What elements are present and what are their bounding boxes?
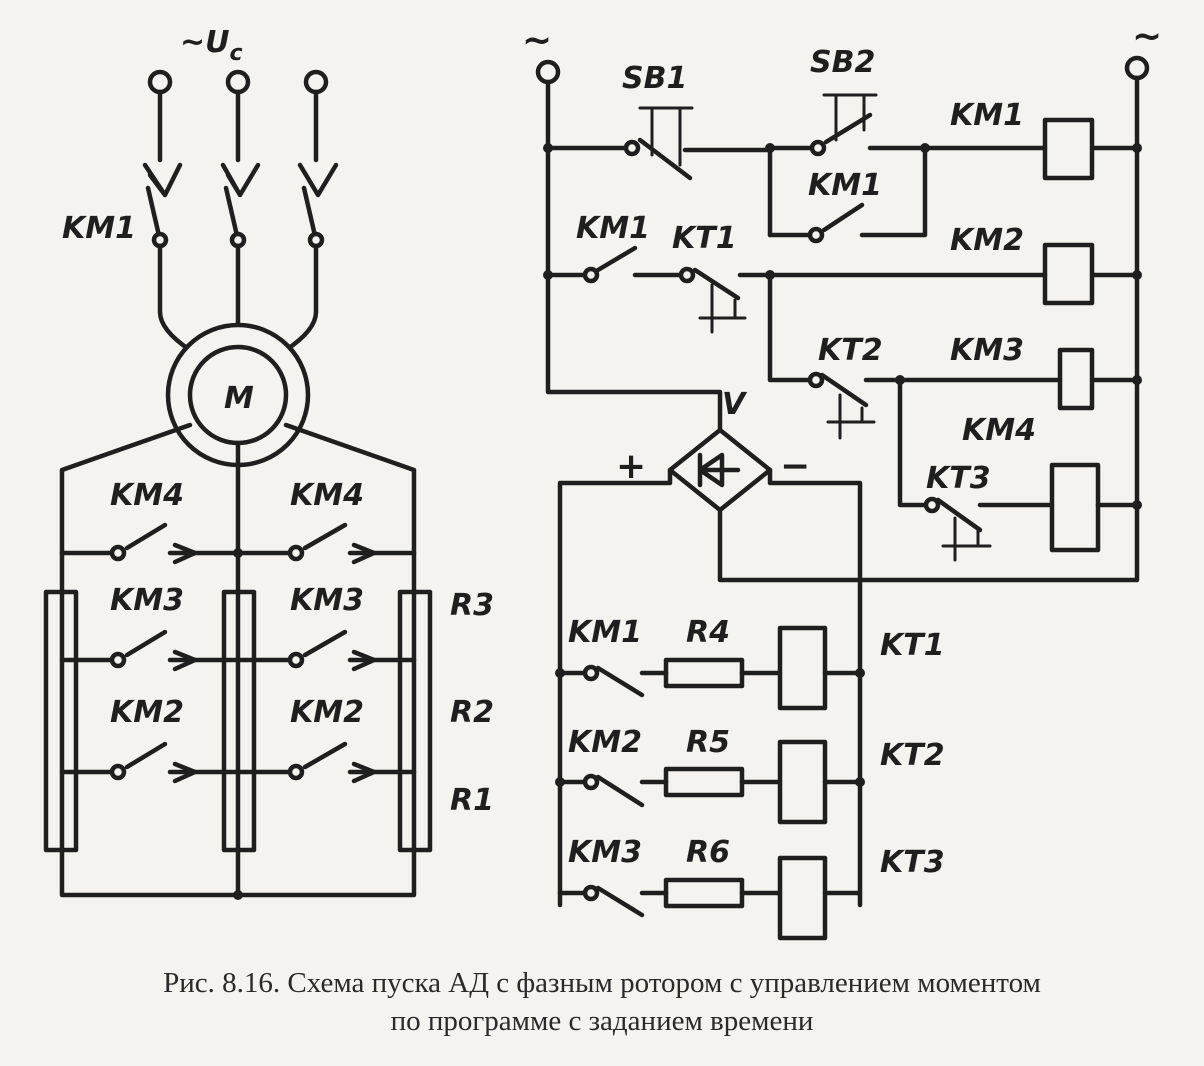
timer-branch-kt2 (555, 739, 865, 825)
kt1-contact-label: KT1 (672, 221, 737, 256)
circuit-diagram: ~Uc KM1 M (43, 16, 1162, 941)
minus-label: − (780, 446, 810, 487)
km2-label-right: KM2 (290, 695, 364, 730)
sb2-label: SB2 (810, 45, 875, 80)
km3-label-left: KM3 (110, 583, 184, 618)
tilde-right: ~ (1132, 16, 1162, 57)
rectifier-bridge: V + − (616, 387, 810, 513)
km1-hold-label: KM1 (808, 168, 882, 203)
r3-label: R3 (450, 588, 494, 623)
motor: M (165, 322, 311, 468)
power-circuit: ~Uc KM1 M (43, 25, 494, 900)
supply-label: ~Uc (180, 25, 243, 66)
bridge-label: V (722, 387, 748, 422)
tilde-left: ~ (522, 20, 552, 61)
km4-coil-label: KM4 (962, 413, 1036, 448)
km1-row2-label: KM1 (576, 211, 650, 246)
kt3-coil-label: KT3 (880, 845, 945, 880)
timer-branch-kt1 (555, 625, 865, 711)
km2-coil-label: KM2 (950, 223, 1024, 258)
caption-line-2: по программе с заданием времени (390, 1005, 814, 1037)
caption-line-1: Рис. 8.16. Схема пуска АД с фазным ротор… (163, 967, 1041, 999)
km1-coil-label: KM1 (950, 98, 1024, 133)
plus-label: + (616, 446, 646, 487)
km2-label-left: KM2 (110, 695, 184, 730)
timer-branch-kt3 (557, 855, 863, 941)
km4-label-left: KM4 (110, 478, 184, 513)
r6-label: R6 (686, 835, 730, 870)
sb1-label: SB1 (622, 61, 687, 96)
km1-timer-label: KM1 (568, 615, 642, 650)
r1-label: R1 (450, 783, 494, 818)
motor-label: M (224, 381, 254, 416)
km3-label-right: KM3 (290, 583, 364, 618)
kt2-contact-label: KT2 (818, 333, 883, 368)
kt2-coil-label: KT2 (880, 738, 945, 773)
km2-timer-label: KM2 (568, 725, 642, 760)
r5-label: R5 (686, 725, 730, 760)
kt3-contact-label: KT3 (926, 461, 991, 496)
control-circuit: ~ ~ SB1 SB2 KM1 KM1 KM1 KT1 KM2 (522, 16, 1162, 941)
r4-label: R4 (686, 615, 730, 650)
r2-label: R2 (450, 695, 494, 730)
km4-label-right: KM4 (290, 478, 364, 513)
kt1-coil-label: KT1 (880, 628, 945, 663)
km1-label: KM1 (62, 211, 136, 246)
supply-terminals (142, 69, 339, 198)
km3-coil-label: KM3 (950, 333, 1024, 368)
km3-timer-label: KM3 (568, 835, 642, 870)
figure-caption: Рис. 8.16. Схема пуска АД с фазным ротор… (0, 964, 1204, 1040)
